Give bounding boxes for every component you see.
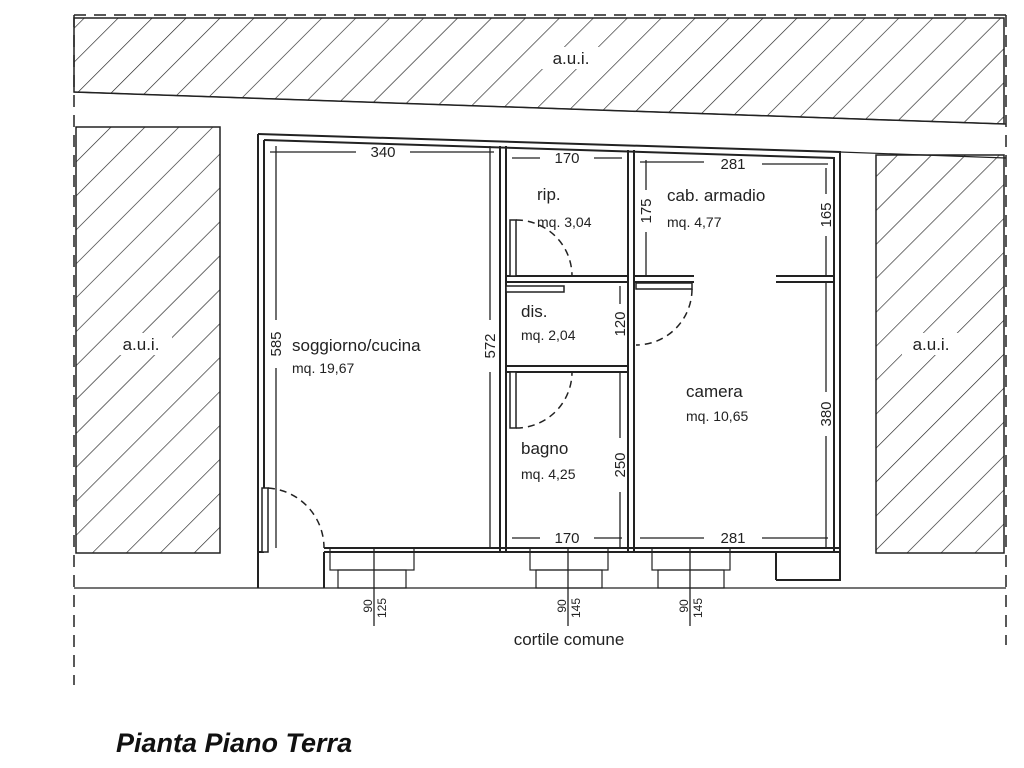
dim-camera-width: 281 — [720, 530, 745, 547]
window-3-height: 145 — [691, 598, 705, 618]
dim-cab-depth: 165 — [818, 202, 835, 227]
windows — [329, 547, 731, 589]
dim-middle-depth: 572 — [482, 333, 499, 358]
room-soggiorno-name: soggiorno/cucina — [292, 336, 421, 355]
dim-camera-depth: 380 — [818, 401, 835, 426]
dim-soggiorno-depth: 585 — [268, 331, 285, 356]
room-camera-area: mq. 10,65 — [686, 408, 748, 424]
dim-soggiorno-width: 340 — [370, 144, 395, 161]
apartment-walls — [257, 133, 841, 588]
room-rip-name: rip. — [537, 185, 561, 204]
plan-title: Pianta Piano Terra — [116, 728, 353, 758]
room-bagno-area: mq. 4,25 — [521, 466, 576, 482]
window-1-height: 125 — [375, 598, 389, 618]
dim-rip-depth: 175 — [638, 198, 655, 223]
neighbor-left-label: a.u.i. — [123, 335, 160, 354]
window-1-sill: 90 — [361, 599, 375, 613]
room-cab-area: mq. 4,77 — [667, 214, 722, 230]
room-dis-name: dis. — [521, 302, 547, 321]
dim-bagno-width: 170 — [554, 530, 579, 547]
dimension-lines — [270, 146, 828, 626]
room-dis-area: mq. 2,04 — [521, 327, 576, 343]
dim-cab-width: 281 — [720, 156, 745, 173]
window-2-height: 145 — [569, 598, 583, 618]
dim-bagno-depth: 250 — [612, 452, 629, 477]
neighbor-top-label: a.u.i. — [553, 49, 590, 68]
room-rip-area: mq. 3,04 — [537, 214, 592, 230]
window-3-sill: 90 — [677, 599, 691, 613]
neighbor-right-label: a.u.i. — [913, 335, 950, 354]
dim-rip-width: 170 — [554, 150, 579, 167]
dim-dis-depth: 120 — [612, 311, 629, 336]
room-bagno-name: bagno — [521, 439, 568, 458]
courtyard-label: cortile comune — [514, 630, 625, 649]
room-camera-name: camera — [686, 382, 743, 401]
doors — [261, 219, 693, 553]
window-2-sill: 90 — [555, 599, 569, 613]
room-cab-name: cab. armadio — [667, 186, 765, 205]
room-soggiorno-area: mq. 19,67 — [292, 360, 354, 376]
